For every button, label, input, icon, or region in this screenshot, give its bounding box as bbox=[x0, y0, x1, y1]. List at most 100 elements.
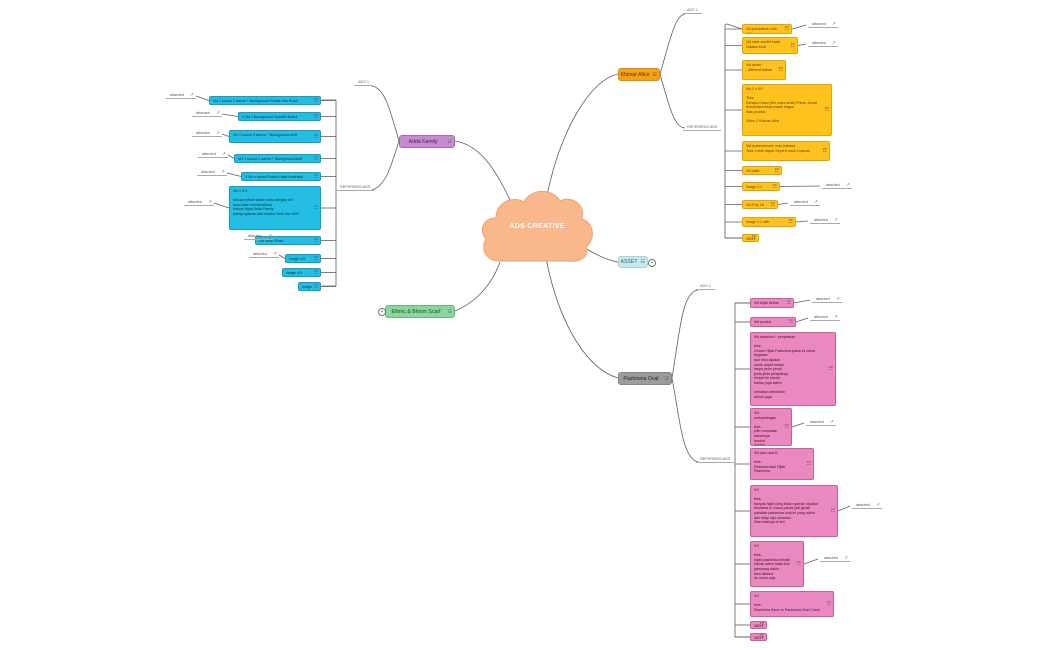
note-icon[interactable]: ☷ bbox=[313, 133, 318, 140]
ply-note-1[interactable]: attached↗ bbox=[812, 296, 842, 303]
note-icon[interactable]: ☷ bbox=[313, 155, 318, 162]
adda-note-5[interactable]: attached↗ bbox=[197, 169, 227, 176]
ply-note-5[interactable]: attached↗ bbox=[820, 555, 850, 562]
note-icon[interactable]: ☷ bbox=[313, 97, 318, 104]
khimar-item-8[interactable]: Vid 9 by 16 HB☷ bbox=[742, 200, 778, 209]
khimar-note-5[interactable]: attached↗ bbox=[810, 217, 840, 224]
external-link-icon[interactable]: ↗ bbox=[216, 110, 220, 115]
ply-item-8[interactable]: VO teks: Pashmina Kaos vs Pashmina Oval … bbox=[750, 591, 834, 617]
ply-note-2[interactable]: attached↗ bbox=[810, 314, 840, 321]
adda-item-10[interactable]: Image 1:1☷ bbox=[298, 282, 321, 291]
note-icon[interactable]: ☷ bbox=[759, 621, 764, 628]
note-icon[interactable]: ☷ bbox=[664, 375, 669, 382]
khimar-item-9[interactable]: Image 1:1 with waterfalls☷ bbox=[742, 217, 796, 227]
note-icon[interactable]: ☷ bbox=[313, 113, 318, 120]
ethnic-expand-button[interactable]: + bbox=[378, 308, 386, 316]
note-icon[interactable]: ☷ bbox=[788, 318, 793, 325]
note-icon[interactable]: ☷ bbox=[759, 633, 764, 640]
external-link-icon[interactable]: ↗ bbox=[216, 130, 220, 135]
note-icon[interactable]: ☷ bbox=[788, 218, 793, 225]
adda-item-9[interactable]: Image 4:5 Grid☷ bbox=[282, 268, 321, 277]
note-icon[interactable]: ☷ bbox=[313, 283, 318, 290]
adda-note-6[interactable]: attached↗ bbox=[184, 199, 214, 206]
external-link-icon[interactable]: ↗ bbox=[836, 296, 840, 301]
khimar-item-3[interactable]: Vid detail: - different bahan☷ bbox=[742, 60, 786, 80]
note-icon[interactable]: ☷ bbox=[828, 365, 833, 372]
note-icon[interactable]: ☷ bbox=[447, 308, 452, 315]
khimar-item-6[interactable]: Vid slide warna☷ bbox=[742, 166, 782, 175]
adda-note-1[interactable]: attached↗ bbox=[166, 92, 196, 99]
external-link-icon[interactable]: ↗ bbox=[832, 21, 836, 26]
branch-khimar-alice[interactable]: Khimar Alice☷ bbox=[618, 68, 660, 81]
khimar-note-1[interactable]: attached↗ bbox=[808, 21, 838, 28]
external-link-icon[interactable]: ↗ bbox=[834, 217, 838, 222]
ply-item-6[interactable]: VO teks: banyak hijab yang tidak nyaman … bbox=[750, 485, 838, 537]
note-icon[interactable]: ☷ bbox=[313, 173, 318, 180]
adda-note-4[interactable]: attached↗ bbox=[198, 151, 228, 158]
note-icon[interactable]: ☷ bbox=[778, 66, 783, 73]
asset-expand-button[interactable]: + bbox=[648, 259, 656, 267]
external-link-icon[interactable]: ↗ bbox=[876, 502, 880, 507]
adda-item-5[interactable]: 4 Vid x sound Promo Hijab Aesthetic☷ bbox=[241, 172, 321, 181]
note-icon[interactable]: ☷ bbox=[313, 204, 318, 211]
note-icon[interactable]: ☷ bbox=[822, 147, 827, 154]
ply-item-5[interactable]: Vid dan cara B teks: Rekomendasi Hijab P… bbox=[750, 448, 814, 480]
adda-item-4[interactable]: Vid 1 sound 1 warna + Background Aktif☷ bbox=[234, 154, 321, 163]
ply-item-10[interactable]: NEXT☷ bbox=[750, 633, 767, 641]
external-link-icon[interactable]: ↗ bbox=[830, 419, 834, 424]
adda-item-3[interactable]: Vid 2 sound 3 warna + Background Aktif☷ bbox=[229, 130, 321, 143]
ply-item-3[interactable]: Vid tampilan + penjelasan teks: Cewek Hi… bbox=[750, 332, 836, 406]
note-icon[interactable]: ☷ bbox=[652, 71, 657, 78]
khimar-item-7[interactable]: Image 1:1 warna☷ bbox=[742, 182, 780, 191]
adda-note-3[interactable]: attached↗ bbox=[192, 130, 222, 137]
adda-item-7[interactable]: Vid Slide Show☷ bbox=[255, 236, 321, 245]
note-icon[interactable]: ☷ bbox=[784, 423, 789, 430]
note-icon[interactable]: ☷ bbox=[784, 25, 789, 32]
khimar-note-2[interactable]: attached↗ bbox=[808, 40, 838, 47]
khimar-item-5[interactable]: Vid screenrecord: mau bahasa Teks: Lebih… bbox=[742, 141, 830, 161]
external-link-icon[interactable]: ↗ bbox=[846, 182, 850, 187]
adda-item-8[interactable]: Image 4:5 Warna☷ bbox=[285, 254, 321, 263]
external-link-icon[interactable]: ↗ bbox=[268, 233, 272, 238]
adda-note-7[interactable]: attached↗ bbox=[244, 233, 274, 240]
adda-item-6[interactable]: Vid x VO Kenapa jilbab kalian beda denga… bbox=[229, 186, 321, 230]
external-link-icon[interactable]: ↗ bbox=[221, 169, 225, 174]
note-icon[interactable]: ☷ bbox=[786, 299, 791, 306]
external-link-icon[interactable]: ↗ bbox=[814, 199, 818, 204]
ply-note-3[interactable]: attached↗ bbox=[806, 419, 836, 426]
branch-adda-family[interactable]: Adda Family☷ bbox=[399, 135, 455, 148]
note-icon[interactable]: ☷ bbox=[640, 259, 645, 265]
external-link-icon[interactable]: ↗ bbox=[844, 555, 848, 560]
adda-item-2[interactable]: 4 Vid x Background Spesifik Brand Group☷ bbox=[238, 112, 321, 121]
note-icon[interactable]: ☷ bbox=[313, 269, 318, 276]
note-icon[interactable]: ☷ bbox=[796, 560, 801, 567]
khimar-item-4[interactable]: Vid 2 x VO Teks: Kenapa Kamu (the voice-… bbox=[742, 84, 832, 136]
external-link-icon[interactable]: ↗ bbox=[208, 199, 212, 204]
external-link-icon[interactable]: ↗ bbox=[222, 151, 226, 156]
khimar-note-3[interactable]: attached↗ bbox=[822, 182, 852, 189]
khimar-item-1[interactable]: Vid perubahan with VO☷ bbox=[742, 24, 792, 34]
note-icon[interactable]: ☷ bbox=[447, 138, 452, 145]
ply-item-9[interactable]: NEXT☷ bbox=[750, 621, 767, 629]
note-icon[interactable]: ☷ bbox=[824, 106, 829, 113]
khimar-item-2[interactable]: Vid slide sambil kasih catatan kecil☷ bbox=[742, 37, 798, 54]
branch-ethnic-bloom-scarf[interactable]: Ethnic & Bloom Scarf☷ bbox=[385, 305, 455, 318]
note-icon[interactable]: ☷ bbox=[830, 507, 835, 514]
note-icon[interactable]: ☷ bbox=[774, 167, 779, 174]
ply-item-2[interactable]: Vid produk katalog☷ bbox=[750, 317, 796, 327]
ply-item-4[interactable]: Vid perbandingan teks: pilih rampasan ba… bbox=[750, 408, 792, 446]
central-cloud[interactable] bbox=[478, 183, 596, 268]
note-icon[interactable]: ☷ bbox=[313, 255, 318, 262]
note-icon[interactable]: ☷ bbox=[826, 600, 831, 607]
khimar-note-4[interactable]: attached↗ bbox=[790, 199, 820, 206]
adda-note-2[interactable]: attached↗ bbox=[192, 110, 222, 117]
ply-item-1[interactable]: Vid hijab before after☷ bbox=[750, 298, 794, 308]
khimar-item-10[interactable]: NEXT☷ bbox=[742, 234, 759, 242]
branch-pashmina-oval[interactable]: Pashmina Oval☷ bbox=[618, 372, 672, 385]
external-link-icon[interactable]: ↗ bbox=[834, 314, 838, 319]
external-link-icon[interactable]: ↗ bbox=[190, 92, 194, 97]
note-icon[interactable]: ☷ bbox=[313, 237, 318, 244]
external-link-icon[interactable]: ↗ bbox=[832, 40, 836, 45]
adda-note-8[interactable]: attached↗ bbox=[249, 251, 279, 258]
note-icon[interactable]: ☷ bbox=[772, 183, 777, 190]
